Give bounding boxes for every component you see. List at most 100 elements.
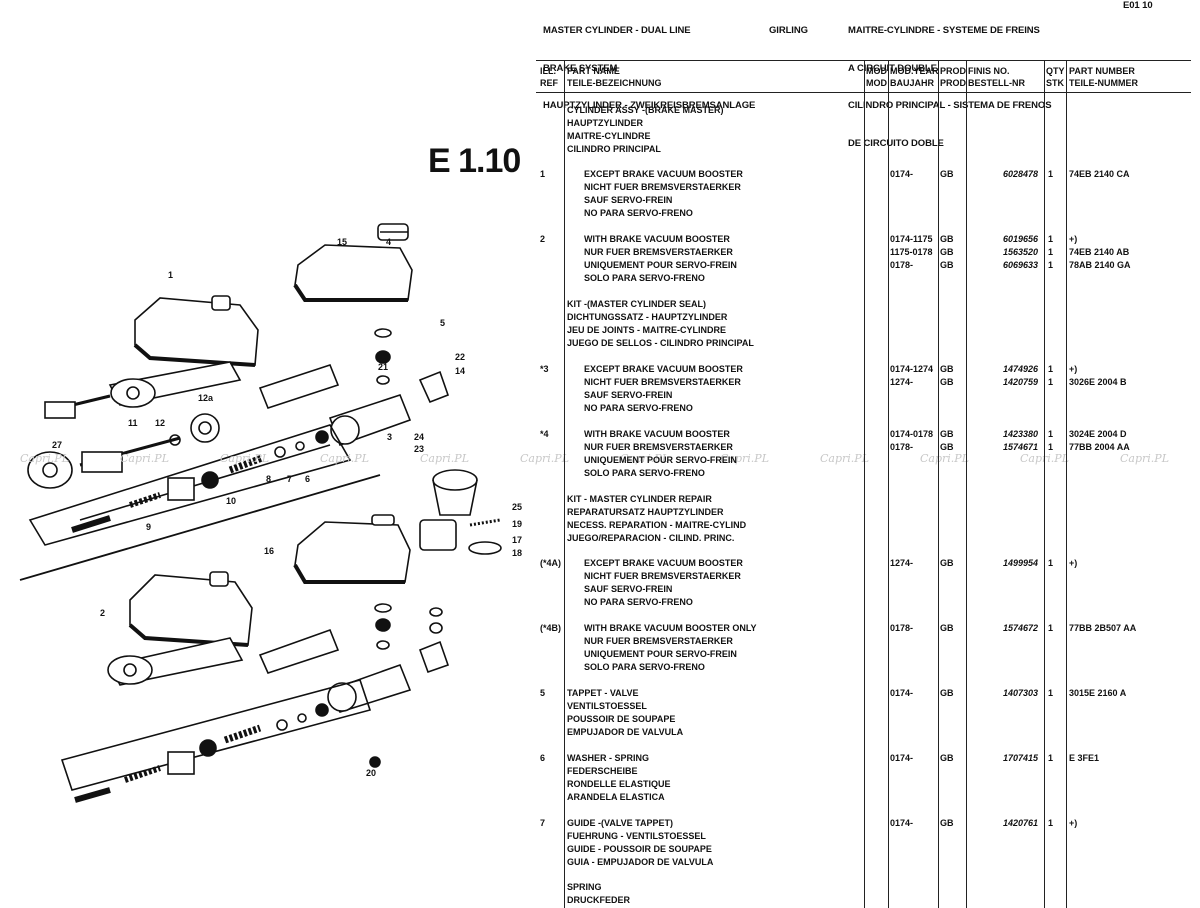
row-finis-no: 1407303 <box>1002 688 1038 698</box>
row-mod-year: 0174-1274 1274- <box>890 364 934 387</box>
callout-number: 12a <box>198 393 214 403</box>
row-part-name: CYLINDER ASSY -(BRAKE MASTER) HAUPTZYLIN… <box>567 105 724 154</box>
row-ref: *4 <box>540 429 549 439</box>
row-mod-year: 0174- <box>890 169 914 179</box>
watermark: Capri.PL <box>920 452 969 465</box>
reservoir-lower-left <box>128 571 253 647</box>
diagram-code: E 1.10 <box>428 142 521 180</box>
column-header-qty: QTY STK <box>1046 66 1065 88</box>
row-qty: 1 1 1 <box>1048 234 1054 270</box>
row-part-number: 3015E 2160 A <box>1069 688 1127 698</box>
row-finis-no: 1499954 <box>1002 558 1038 568</box>
callout-number: 11 <box>128 418 138 428</box>
callout-number: 13 <box>378 352 389 362</box>
row-part-name: WASHER - SPRING FEDERSCHEIBE RONDELLE EL… <box>567 753 671 802</box>
reservoir-lower-right <box>293 514 411 584</box>
header-line: CILINDRO PRINCIPAL - SISTEMA DE FRENOS <box>848 100 1052 111</box>
callout-number: 20 <box>366 768 377 778</box>
exploded-parts-diagram <box>19 223 502 803</box>
row-ref: 2 <box>540 234 546 244</box>
master-cylinder-lower <box>107 637 244 686</box>
column-rule <box>938 60 939 908</box>
callout-number: 14 <box>455 366 466 376</box>
watermark: Capri.PL <box>1120 452 1169 465</box>
callout-number: 7 <box>287 474 293 484</box>
row-ref: 1 <box>540 169 546 179</box>
callout-number: 5 <box>440 318 446 328</box>
header-line: MAITRE-CYLINDRE - SYSTEME DE FREINS <box>848 25 1040 36</box>
row-part-number: +) <box>1069 818 1078 828</box>
callout-number: 1 <box>168 270 174 280</box>
row-part-name: WITH BRAKE VACUUM BOOSTER ONLY NUR FUER … <box>584 623 757 672</box>
callout-number: 22 <box>455 352 466 362</box>
row-qty: 1 <box>1048 623 1054 633</box>
page-code: E01 10 <box>1123 0 1153 11</box>
row-part-name: WITH BRAKE VACUUM BOOSTER NUR FUER BREMS… <box>584 234 737 283</box>
column-header-part-name: PART NAME TEILE-BEZEICHNUNG <box>567 66 662 88</box>
column-header-ill-ref: ILL. REF <box>540 66 558 88</box>
header-make: GIRLING <box>769 25 808 36</box>
callout-number: 17 <box>512 535 523 545</box>
column-header-finis-no: FINIS NO. BESTELL-NR <box>968 66 1025 88</box>
row-finis-no: 1420761 <box>1002 818 1038 828</box>
row-mod-year: 0178- <box>890 623 914 633</box>
master-cylinder-upper <box>44 361 242 419</box>
callout-number: 23 <box>414 444 425 454</box>
row-prod: GB GB <box>940 364 954 387</box>
watermark: Capri.PL <box>120 452 169 465</box>
column-rule <box>966 60 967 908</box>
row-part-number: 74EB 2140 CA <box>1069 169 1130 179</box>
row-ref: 6 <box>540 753 546 763</box>
callout-number: 16 <box>264 546 275 556</box>
row-qty: 1 <box>1048 558 1054 568</box>
watermark: Capri.PL <box>720 452 769 465</box>
column-rule <box>888 60 889 908</box>
row-mod-year: 0174- <box>890 818 914 828</box>
callout-number: 10 <box>226 496 237 506</box>
header-line: BRAKE SYSTEM <box>543 62 618 74</box>
row-prod: GB <box>940 623 954 633</box>
watermark: Capri.PL <box>520 452 569 465</box>
row-part-number: 77BB 2B507 AA <box>1069 623 1137 633</box>
row-ref: (*4B) <box>540 623 562 633</box>
header-line: A CIRCUIT DOUBLE <box>848 62 937 74</box>
parts-table: ILL. REF PART NAME TEILE-BEZEICHNUNG MOD… <box>536 60 1191 908</box>
cylinder-sleeve-lower <box>258 628 340 674</box>
row-prod: GB GB <box>940 429 954 452</box>
row-ref: 7 <box>540 818 546 828</box>
callout-number: 27 <box>52 440 63 450</box>
callout-number: 3 <box>387 432 393 442</box>
row-finis-no: 1707415 <box>1002 753 1038 763</box>
row-finis-no: 1574672 <box>1002 623 1038 633</box>
watermark: Capri.PL <box>820 452 869 465</box>
watermark: Capri.PL <box>320 452 369 465</box>
callout-bracket-upper <box>28 424 352 546</box>
table-header-rule <box>536 92 1191 93</box>
header-left: MASTER CYLINDER - DUAL LINE BRAKE SYSTEM… <box>543 0 755 125</box>
row-part-number: +) <box>1069 558 1078 568</box>
column-header-mod: MOD MOD <box>866 66 887 88</box>
seal-kit-parts <box>419 469 502 555</box>
row-mod-year: 0174- <box>890 753 914 763</box>
callout-number: 18 <box>512 548 523 558</box>
watermark: Capri.PL <box>20 452 69 465</box>
row-qty: 1 <box>1048 753 1054 763</box>
row-mod-year: 0174-0178 0178- <box>890 429 934 452</box>
row-part-name: TAPPET - VALVE VENTILSTOESSEL POUSSOIR D… <box>567 688 684 737</box>
row-prod: GB <box>940 753 954 763</box>
cylinder-sleeve-upper <box>258 364 340 409</box>
row-prod: GB <box>940 558 954 568</box>
column-rule <box>1044 60 1045 908</box>
callout-number: 6 <box>305 474 311 484</box>
divider-line <box>19 474 381 581</box>
row-qty: 1 1 <box>1048 364 1054 387</box>
column-header-mod-year: MOD.YEAR BAUJAHR <box>890 66 939 88</box>
bleed-screw <box>369 756 381 768</box>
reservoir-upper-left <box>133 295 259 367</box>
row-part-name: EXCEPT BRAKE VACUUM BOOSTER NICHT FUER B… <box>584 169 743 218</box>
row-ref: (*4A) <box>540 558 562 568</box>
header-line: DE CIRCUITO DOBLE <box>848 137 944 149</box>
row-qty: 1 1 <box>1048 429 1054 452</box>
column-rule <box>564 60 565 908</box>
row-part-number: 3024E 2004 D 77BB 2004 AA <box>1069 429 1130 452</box>
